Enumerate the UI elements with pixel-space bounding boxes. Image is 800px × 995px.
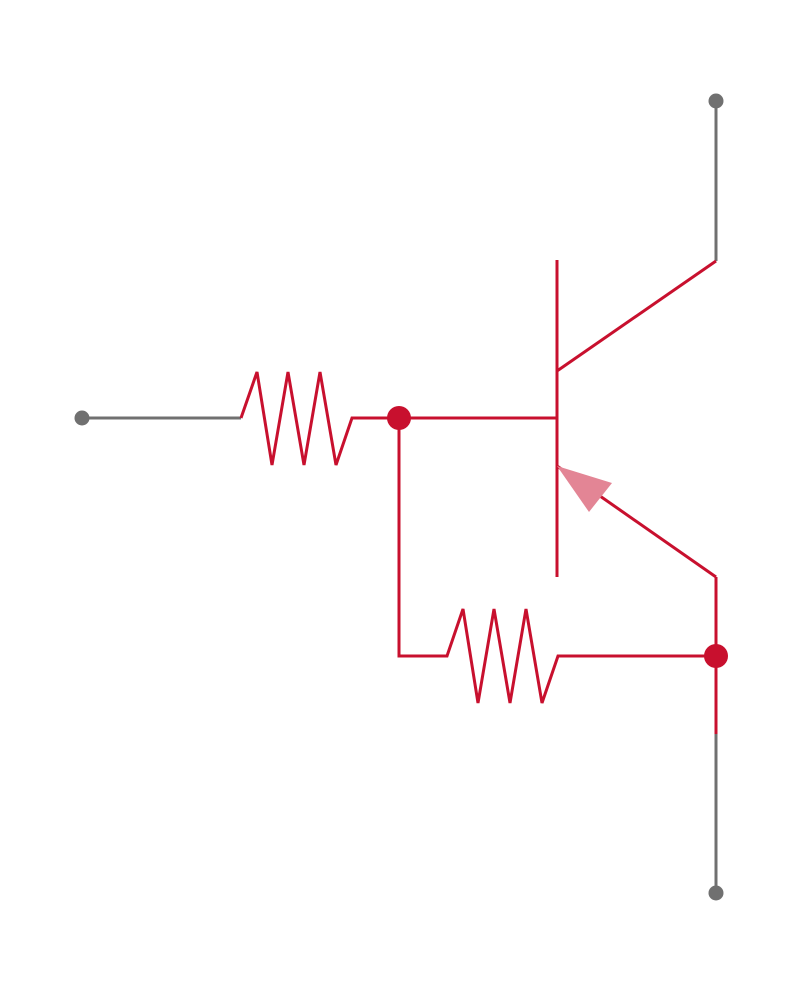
ground-terminal[interactable] xyxy=(708,885,724,901)
circuit xyxy=(239,259,728,734)
collector-terminal[interactable] xyxy=(708,93,724,109)
feedback-resistor[interactable] xyxy=(397,418,716,704)
base-resistor[interactable] xyxy=(239,371,399,466)
base-junction-node[interactable] xyxy=(387,406,411,430)
emitter-junction-node[interactable] xyxy=(704,644,728,668)
terminal-leads xyxy=(74,93,724,901)
input-terminal[interactable] xyxy=(74,410,90,426)
transistor-collector xyxy=(556,259,717,373)
emitter-arrow-icon xyxy=(557,466,612,512)
